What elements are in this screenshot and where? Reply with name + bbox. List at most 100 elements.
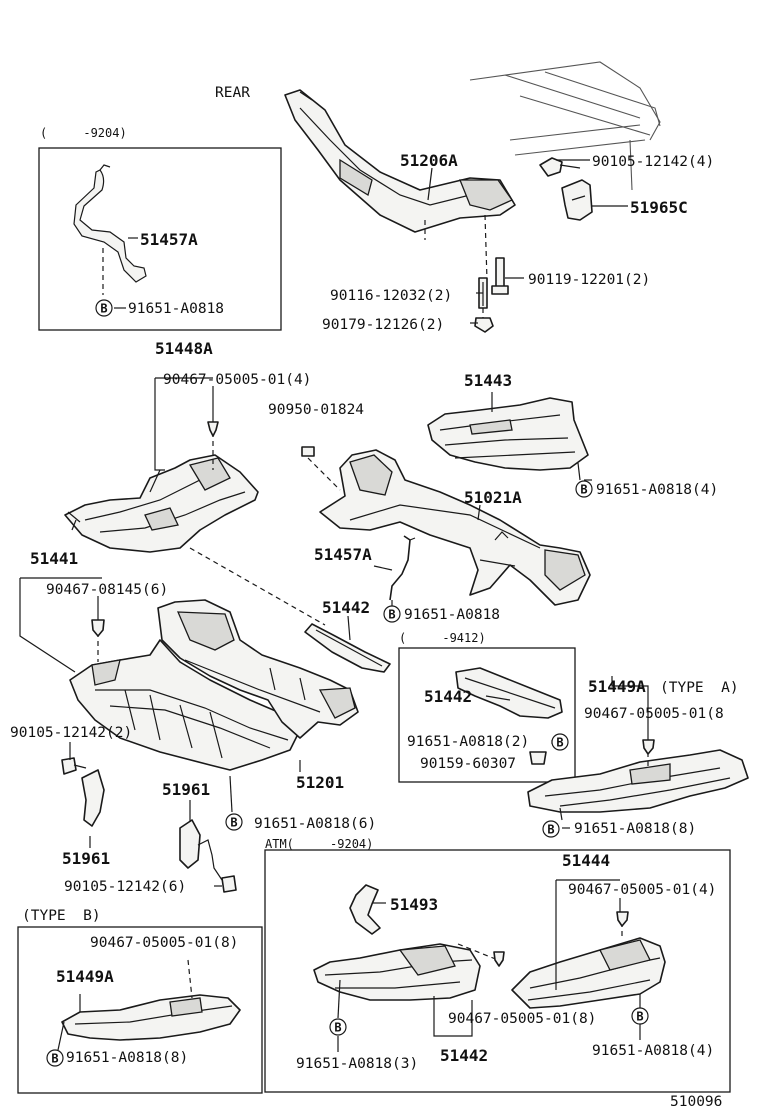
plate-51442 bbox=[304, 623, 391, 673]
label-51457A-box: 51457A bbox=[140, 230, 198, 249]
label-51442-mid: 51442 bbox=[322, 598, 370, 617]
frame-51201 bbox=[157, 599, 359, 739]
grommet-90950-01824 bbox=[301, 446, 315, 457]
label-51441: 51441 bbox=[30, 549, 78, 568]
label-90467-05005-01-8c: 90467-05005-01(8) bbox=[448, 1011, 596, 1027]
label-90119-12201: 90119-12201(2) bbox=[528, 272, 650, 288]
label-51449A-type-b: 51449A bbox=[56, 967, 114, 986]
bracket-51457A bbox=[389, 535, 416, 601]
b-marker-51457A: B bbox=[383, 605, 401, 623]
label-90467-05005-01-4b: 90467-05005-01(4) bbox=[568, 882, 716, 898]
b-marker-atm-left: B bbox=[329, 1018, 347, 1036]
label-51961-left: 51961 bbox=[62, 849, 110, 868]
label-91651-4b: 91651-A0818(4) bbox=[592, 1043, 714, 1059]
label-atm-date: ATM( -9204) bbox=[265, 837, 373, 851]
leader-90950-01824 bbox=[307, 457, 341, 491]
label-51443: 51443 bbox=[464, 371, 512, 390]
b-marker-box1: B bbox=[95, 299, 113, 317]
leader-lines bbox=[19, 159, 649, 1052]
label-rear: REAR bbox=[215, 85, 250, 101]
svg-text:B: B bbox=[547, 823, 554, 837]
bracket-51961-left bbox=[61, 757, 105, 827]
label-51021A: 51021A bbox=[464, 488, 522, 507]
label-90467-05005-01-4a: 90467-05005-01(4) bbox=[163, 372, 311, 388]
label-91651-8a: 91651-A0818(8) bbox=[574, 821, 696, 837]
clip-atm-8 bbox=[493, 951, 505, 967]
clip-51444 bbox=[616, 911, 629, 927]
label-51444: 51444 bbox=[562, 851, 610, 870]
bracket-51965C bbox=[539, 157, 593, 221]
label-51201: 51201 bbox=[296, 773, 344, 792]
part-labels: REAR 51206A 90105-12142(4) 51965C 90119-… bbox=[10, 85, 739, 1110]
svg-text:B: B bbox=[230, 816, 237, 830]
crossmember-bolts bbox=[424, 214, 509, 333]
svg-text:B: B bbox=[556, 736, 563, 750]
label-90467-08145: 90467-08145(6) bbox=[46, 582, 168, 598]
label-91651-3: 91651-A0818(3) bbox=[296, 1056, 418, 1072]
under-cover-51449A-type-a bbox=[527, 749, 749, 813]
label-51442-box: 51442 bbox=[424, 687, 472, 706]
under-cover-51442-atm bbox=[313, 943, 481, 1001]
label-box2-date: ( -9412) bbox=[399, 631, 486, 645]
svg-text:B: B bbox=[100, 302, 107, 316]
clip-90467-08145 bbox=[91, 619, 105, 637]
svg-text:B: B bbox=[580, 483, 587, 497]
plate-51442-early bbox=[455, 667, 563, 765]
svg-text:B: B bbox=[334, 1021, 341, 1035]
b-marker-51443: B bbox=[575, 480, 593, 498]
label-type-b: (TYPE B) bbox=[22, 908, 101, 924]
bracket-51493 bbox=[349, 884, 381, 935]
label-90159-60307: 90159-60307 bbox=[420, 756, 516, 772]
leader-type-b-clip bbox=[187, 959, 193, 999]
b-marker-type-b: B bbox=[46, 1049, 64, 1067]
bracket-51457A-early bbox=[73, 164, 147, 295]
crossmember-51021A bbox=[319, 449, 591, 606]
label-90467-05005-01-8a: 90467-05005-01(8 bbox=[584, 706, 724, 722]
b-marker-type-a: B bbox=[542, 820, 560, 838]
leader-atm-plate bbox=[457, 943, 499, 961]
vehicle-frame-outline bbox=[469, 61, 661, 191]
label-51442-atm: 51442 bbox=[440, 1046, 488, 1065]
label-91651-6: 91651-A0818(6) bbox=[254, 816, 376, 832]
label-90179-12126: 90179-12126(2) bbox=[322, 317, 444, 333]
label-90467-05005-01-8b: 90467-05005-01(8) bbox=[90, 935, 238, 951]
label-91651-4a: 91651-A0818(4) bbox=[596, 482, 718, 498]
box-51442-early bbox=[398, 647, 576, 783]
label-90105-12142-4: 90105-12142(4) bbox=[592, 154, 714, 170]
label-90105-12142-2: 90105-12142(2) bbox=[10, 725, 132, 741]
label-91651-2: 91651-A0818(2) bbox=[407, 734, 529, 750]
label-51961-center: 51961 bbox=[162, 780, 210, 799]
box-atm bbox=[264, 849, 731, 1093]
label-90116-12032: 90116-12032(2) bbox=[330, 288, 452, 304]
b-marker-51201: B bbox=[225, 813, 243, 831]
clip-type-a bbox=[642, 739, 655, 755]
under-cover-51444 bbox=[511, 937, 666, 1009]
label-91651-box1: 91651-A0818 bbox=[128, 301, 224, 317]
label-51206A: 51206A bbox=[400, 151, 458, 170]
svg-text:B: B bbox=[636, 1010, 643, 1024]
crossmember-51206A bbox=[284, 89, 516, 233]
bracket-51961-center bbox=[179, 819, 237, 893]
box-51457A-early bbox=[38, 147, 282, 331]
label-51448A: 51448A bbox=[155, 339, 213, 358]
under-cover-51448A bbox=[64, 454, 259, 553]
label-ref-code: 510096 bbox=[670, 1094, 722, 1110]
label-51457A: 51457A bbox=[314, 545, 372, 564]
label-51493: 51493 bbox=[390, 895, 438, 914]
label-type-a: (TYPE A) bbox=[660, 680, 739, 696]
under-cover-51443 bbox=[427, 397, 589, 471]
svg-text:B: B bbox=[388, 608, 395, 622]
label-box1-date: ( -9204) bbox=[40, 126, 127, 140]
b-marker-atm-right: B bbox=[631, 1007, 649, 1025]
label-51449A-type-a: 51449A bbox=[588, 677, 646, 696]
label-90950-01824: 90950-01824 bbox=[268, 402, 364, 418]
label-91651-8b: 91651-A0818(8) bbox=[66, 1050, 188, 1066]
label-90105-12142-6: 90105-12142(6) bbox=[64, 879, 186, 895]
box-type-b bbox=[17, 926, 263, 1094]
svg-text:B: B bbox=[51, 1052, 58, 1066]
b-marker-box2: B bbox=[551, 733, 569, 751]
leader-51448A-to-51442 bbox=[189, 547, 326, 626]
under-cover-51441 bbox=[69, 639, 301, 771]
